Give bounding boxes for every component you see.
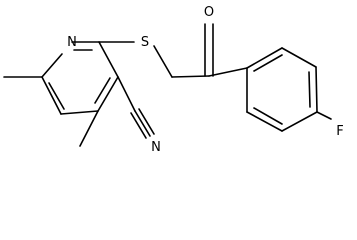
bond-c3-nitrile-carbon	[117, 76, 136, 112]
bond-c5-c4	[60, 110, 99, 115]
bonds	[3, 23, 332, 147]
atom-label-oxygen: O	[204, 5, 214, 20]
bond-ar3-ar4-inner	[308, 71, 311, 108]
bond-ar2-ar3	[281, 47, 317, 68]
bond-nitrile-triple-3	[130, 112, 147, 139]
atom-label-nitrile-nitrogen: N	[151, 140, 161, 155]
bond-c6-c5	[41, 76, 62, 115]
bond-ar4-fluorine	[316, 111, 332, 120]
bond-ar5-ar6-inner	[253, 107, 283, 125]
chemical-structure: N S O N F	[3, 5, 344, 155]
bond-c4-c3	[97, 76, 119, 112]
bond-ar1-ar2-inner	[253, 54, 283, 72]
bond-nitrile-triple-2	[138, 108, 155, 135]
bond-n1-c6	[41, 53, 63, 78]
bond-nitrile-triple-1	[134, 110, 151, 137]
bond-ch2-carbonyl	[171, 75, 210, 78]
bond-c3-c2	[98, 41, 119, 78]
bond-ar3-ar4	[315, 66, 318, 113]
atom-label-sulfur: S	[141, 35, 149, 50]
bond-ar1-ar2	[246, 47, 283, 69]
bond-ar4-ar5	[281, 111, 318, 132]
bond-c3-c3-inner	[94, 77, 111, 104]
bond-c5-c5-inner	[48, 82, 65, 110]
bond-c4-methyl	[79, 110, 99, 147]
atom-labels: N S O N F	[67, 5, 344, 155]
bond-carbonyl-ring	[208, 67, 248, 77]
atom-label-fluorine: F	[336, 124, 343, 139]
bond-ar5-ar6	[246, 111, 283, 132]
bond-sulfur-ch2	[153, 45, 173, 78]
atom-label-nitrogen-ring: N	[67, 35, 77, 50]
